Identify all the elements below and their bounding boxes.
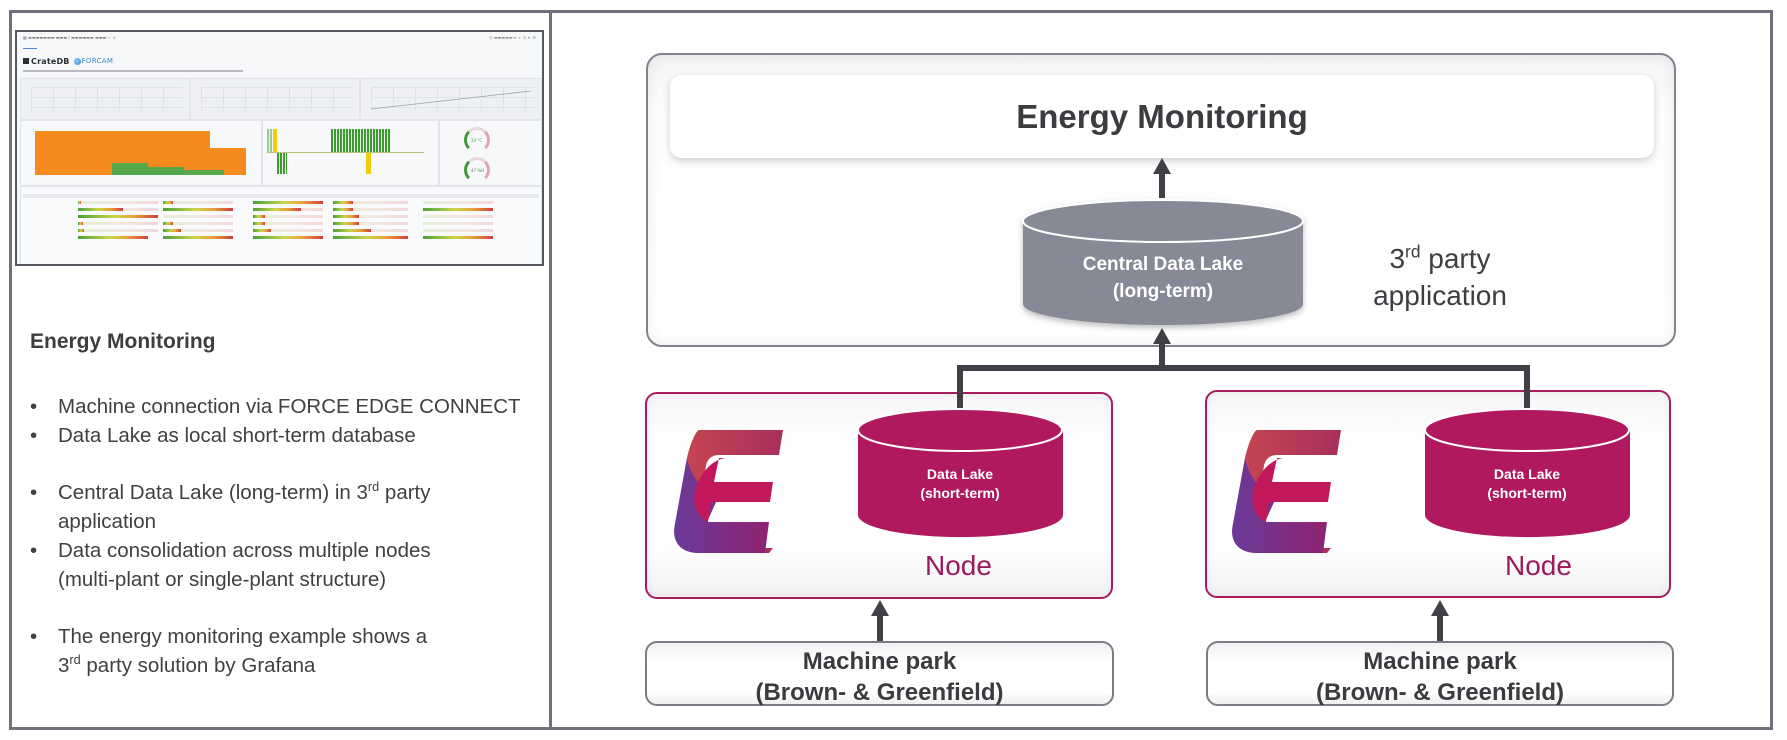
- bullet-text: Central Data Lake (long-term) in 3rd par…: [58, 479, 431, 533]
- node-label-1: Node: [925, 550, 992, 581]
- energy-monitoring-title: Energy Monitoring: [1016, 97, 1308, 135]
- bullet-dot: •: [30, 424, 38, 447]
- cratedb-logo: CrateDB: [23, 57, 70, 66]
- dashboard-breadcrumb: ▦ ▬▬▬▬▬▬▬ ▬▬▬ / ▬▬▬▬▬▬ ▬▬▬ ☆ ⋖: [23, 35, 116, 40]
- arrowhead-icon: [1431, 600, 1449, 616]
- central-lake-sublabel: (long-term): [1113, 281, 1213, 302]
- panel-divider: [549, 10, 552, 727]
- machine-park-sublabel: (Brown- & Greenfield): [1315, 679, 1564, 706]
- data-lake-label: Data Lake: [927, 466, 993, 482]
- temperature-gauge: [464, 127, 490, 153]
- left-panel-title: Energy Monitoring: [30, 330, 216, 353]
- arrowhead-icon: [1153, 158, 1171, 174]
- data-lake-sublabel: (short-term): [1487, 485, 1566, 501]
- data-lake-sublabel: (short-term): [920, 485, 999, 501]
- status-bar-production: [148, 167, 184, 175]
- dashboard-topbar: ▦ ▬▬▬▬▬▬▬ ▬▬▬ / ▬▬▬▬▬▬ ▬▬▬ ☆ ⋖ ◷ ▬▬▬▬▬ ▾…: [21, 35, 538, 42]
- forcam-e-logo-icon: [1232, 430, 1341, 553]
- dashboard-description: [23, 70, 243, 72]
- arrowhead-icon: [871, 600, 889, 616]
- parts-produced-panel: [190, 78, 360, 120]
- table-row: [23, 207, 539, 212]
- bullet-text: Machine connection via FORCE EDGE CONNEC…: [58, 395, 521, 418]
- table-row: [23, 200, 539, 205]
- dashboard-logos: CrateDB FORCAM: [23, 56, 113, 66]
- status-per-day-panel: [20, 120, 262, 186]
- status-bar-production: [112, 163, 148, 175]
- grafana-dashboard-screenshot: ▦ ▬▬▬▬▬▬▬ ▬▬▬ / ▬▬▬▬▬▬ ▬▬▬ ☆ ⋖ ◷ ▬▬▬▬▬ ▾…: [15, 30, 544, 266]
- table-row: [23, 228, 539, 233]
- status-panel: [20, 78, 190, 120]
- machine-park-sublabel: (Brown- & Greenfield): [755, 679, 1004, 706]
- data-lake-label: Data Lake: [1494, 466, 1560, 482]
- dashboard-variable-tab: [23, 44, 37, 49]
- machine-park-box-2: Machine park (Brown- & Greenfield): [1206, 641, 1674, 706]
- data-lake-cylinder-2: [1424, 408, 1630, 538]
- forcam-logo: FORCAM: [73, 57, 114, 65]
- machine-park-label: Machine park: [802, 648, 957, 675]
- temperature-humidity-panel: [262, 120, 439, 186]
- gauge-panel: 24 °C 47 %H: [439, 120, 542, 186]
- bullet-dot: •: [30, 539, 38, 562]
- status-breakdown-table: [20, 186, 542, 264]
- bullet-text: Data consolidation across multiple nodes…: [58, 539, 431, 591]
- node-label-2: Node: [1505, 550, 1572, 581]
- dashboard-time-controls: ◷ ▬▬▬▬▬ ▾ ⌕ ↻ ▾ ⚙: [488, 35, 536, 40]
- arrowhead-icon: [1153, 328, 1171, 344]
- central-data-lake-cylinder: [1022, 199, 1304, 325]
- forcam-e-logo-icon: [674, 430, 783, 553]
- bullet-dot: •: [30, 481, 38, 504]
- total-energy-panel: [360, 78, 542, 120]
- node-consolidation-line: [957, 365, 1530, 408]
- table-row: [23, 235, 539, 240]
- table-row: [23, 214, 539, 219]
- temperature-value: 24 °C: [471, 138, 483, 143]
- humidity-gauge: [464, 157, 490, 183]
- third-party-label: 3rd party application: [1373, 241, 1507, 311]
- energy-trend-line: [371, 90, 531, 110]
- connector-lines: [877, 172, 1530, 641]
- energy-monitoring-box: Energy Monitoring: [670, 75, 1654, 158]
- bullet-text: Data Lake as local short-term database: [58, 424, 416, 447]
- bullet-dot: •: [30, 395, 38, 418]
- table-header: [23, 194, 539, 198]
- status-bar-production: [184, 170, 224, 175]
- bullet-dot: •: [30, 625, 38, 648]
- machine-park-box-1: Machine park (Brown- & Greenfield): [645, 641, 1114, 706]
- central-lake-label: Central Data Lake: [1083, 254, 1244, 275]
- machine-park-label: Machine park: [1363, 648, 1517, 675]
- slide-frame: [9, 10, 1773, 730]
- arrowheads: [871, 158, 1449, 616]
- humidity-value: 47 %H: [471, 168, 485, 173]
- data-lake-cylinder-1: [857, 408, 1063, 538]
- table-row: [23, 221, 539, 226]
